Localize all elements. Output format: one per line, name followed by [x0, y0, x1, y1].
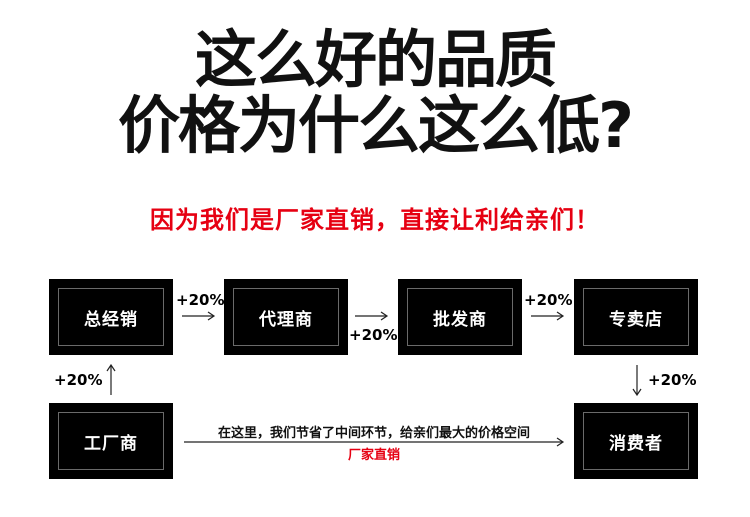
direct-sale-label: 厂家直销 [347, 448, 400, 463]
arrow-right-icon [531, 311, 565, 321]
box-label: 消费者 [609, 433, 663, 454]
box-label: 总经销 [84, 309, 138, 330]
box-general-distributor: 总经销 [49, 279, 173, 355]
box-wholesaler: 批发商 [398, 279, 522, 355]
box-agent: 代理商 [224, 279, 348, 355]
headline-line-2: 价格为什么这么低? [118, 89, 634, 162]
box-label: 代理商 [259, 309, 313, 330]
box-label: 工厂商 [84, 433, 138, 454]
markup-wholesaler-to-retail: +20% [524, 291, 573, 309]
box-consumer: 消费者 [574, 403, 698, 479]
markup-agent-to-wholesaler: +20% [349, 326, 398, 344]
arrow-up-icon [106, 364, 116, 395]
markup-factory-to-general: +20% [54, 371, 103, 389]
arrow-down-icon [632, 365, 642, 396]
slogan: 因为我们是厂家直销，直接让利给亲们！ [150, 206, 600, 234]
box-label: 批发商 [433, 309, 487, 330]
arrow-right-icon [355, 311, 389, 321]
markup-general-to-agent: +20% [176, 291, 225, 309]
headline-line-1: 这么好的品质 [194, 23, 557, 96]
box-factory: 工厂商 [49, 403, 173, 479]
box-retail-store: 专卖店 [574, 279, 698, 355]
arrow-right-icon [182, 311, 216, 321]
direct-sale-note: 在这里，我们节省了中间环节，给亲们最大的价格空间 [217, 426, 530, 441]
box-label: 专卖店 [609, 309, 663, 330]
arrow-long-right-icon [184, 437, 565, 447]
markup-retail-to-consumer: +20% [648, 371, 697, 389]
